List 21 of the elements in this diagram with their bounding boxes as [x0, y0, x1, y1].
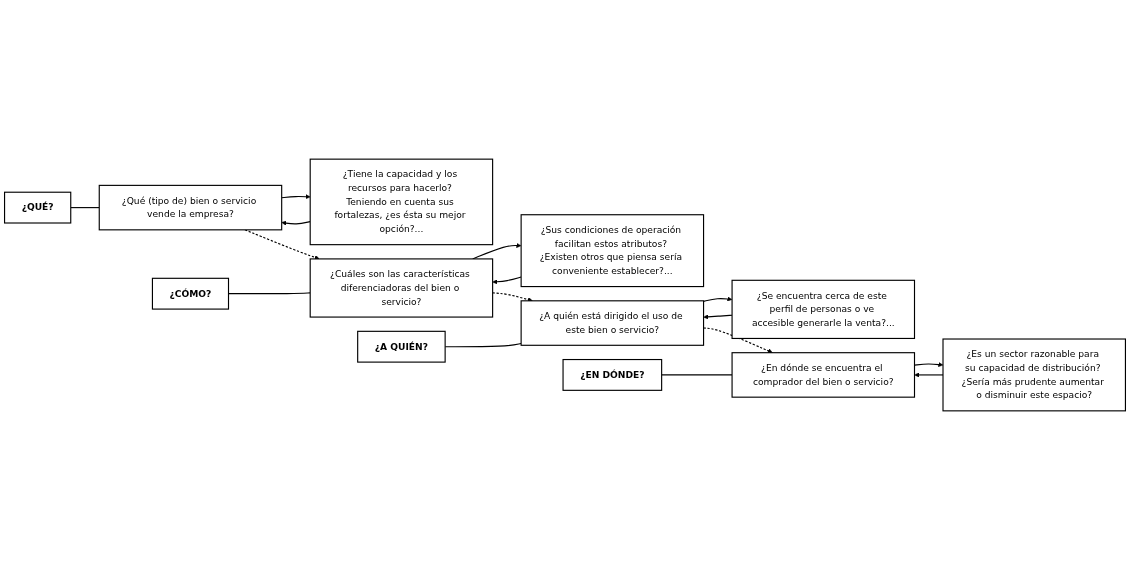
arrow: [703, 314, 733, 320]
node-box: ¿A quién está dirigido el uso de este bien o servicio?: [520, 300, 705, 346]
node-box: ¿EN DÓNDE?: [562, 358, 663, 391]
node-box: ¿Es un sector razonable para su capacidad de distribución? ¿Sería más prudente aumentar o disminuir este espacio?: [942, 338, 1126, 412]
node-box: ¿En dónde se encuentra el comprador del bien o servicio?: [731, 352, 916, 398]
node-box: ¿QUÉ?: [4, 191, 72, 224]
node-box: ¿CÓMO?: [151, 277, 230, 310]
connector: [70, 207, 100, 209]
node-box: ¿Cuáles son las características diferenciadoras del bien o servicio?: [309, 258, 494, 318]
node-box: ¿Tiene la capacidad y los recursos para hacerlo? Teniendo en cuenta sus fortalezas, ¿es ésta su mejor opción?...: [309, 158, 494, 246]
node-box: ¿A QUIÉN?: [357, 330, 446, 363]
node-box: ¿Se encuentra cerca de este perfil de personas o ve accesible generarle la venta?...: [731, 279, 916, 339]
arrow: [281, 194, 311, 200]
arrow: [703, 296, 733, 302]
arrow: [492, 276, 522, 285]
arrow: [914, 372, 944, 378]
node-box: ¿Qué (tipo de) bien o servicio vende la empresa?: [98, 184, 283, 231]
arrow: [281, 220, 311, 226]
node-box: ¿Sus condiciones de operación facilitan estos atributos? ¿Existen otros que piensa sería conveniente establecer?...: [520, 214, 705, 288]
connector: [661, 374, 733, 376]
arrow: [244, 229, 320, 260]
